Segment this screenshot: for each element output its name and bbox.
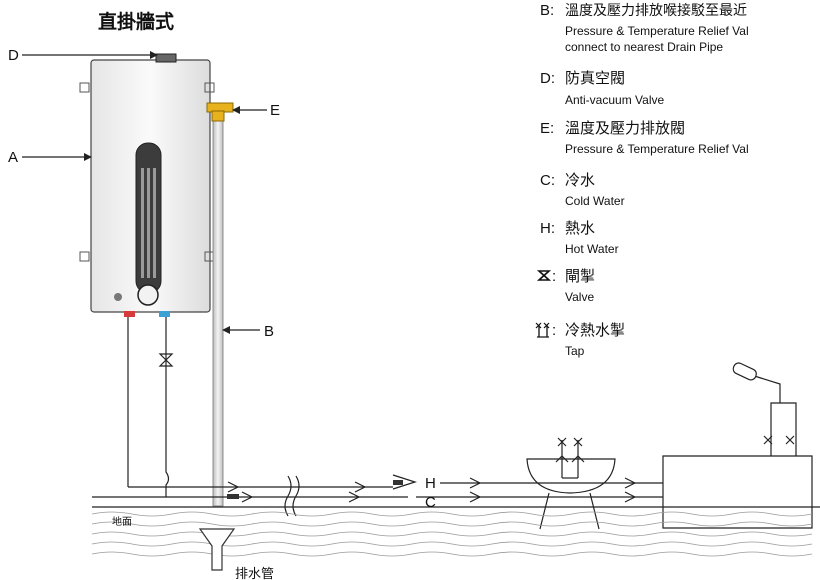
hot-outlet-icon xyxy=(124,311,135,317)
break-mark xyxy=(284,475,292,517)
legend-en: Valve xyxy=(565,290,594,304)
legend-en: Cold Water xyxy=(565,194,625,208)
label-C: C xyxy=(425,494,436,511)
legend-zh: 閘掣 xyxy=(565,267,595,285)
relief-valve-icon xyxy=(206,102,234,122)
valve-icon xyxy=(536,270,552,281)
legend-key: B: xyxy=(540,2,554,19)
break-mark xyxy=(292,475,300,517)
drain-funnel-icon xyxy=(198,528,236,571)
indicator-light-icon xyxy=(114,293,122,301)
legend-en: Pressure & Temperature Relief Val xyxy=(565,142,749,156)
legend-zh: 防真空閥 xyxy=(565,69,625,87)
cold-inlet-icon xyxy=(159,311,170,317)
shower-mixer xyxy=(770,402,797,456)
legend-key: H: xyxy=(540,220,555,237)
label-H: H xyxy=(425,475,436,492)
legend-en: Anti-vacuum Valve xyxy=(565,93,664,107)
drain-label: 排水管 xyxy=(235,567,274,580)
ground-hatch xyxy=(91,511,813,557)
legend-zh: 冷水 xyxy=(565,171,595,189)
basin-fixture xyxy=(526,437,616,530)
legend-en: connect to nearest Drain Pipe xyxy=(565,40,723,54)
anti-vacuum-valve-icon xyxy=(155,53,177,63)
mount-bracket xyxy=(79,82,90,93)
ground-label: 地面 xyxy=(112,515,132,528)
legend: B: 溫度及壓力排放喉接駁至最近 Pressure & Temperature … xyxy=(535,2,749,358)
shower-head-icon xyxy=(732,362,757,381)
legend-zh: 溫度及壓力排放喉接駁至最近 xyxy=(565,2,747,19)
legend-key: : xyxy=(552,322,556,339)
label-A: A xyxy=(8,149,18,166)
bathtub-fixture xyxy=(662,362,813,529)
tap-icon xyxy=(561,440,579,478)
flow-arrows xyxy=(227,477,637,503)
relief-drain-pipe xyxy=(212,119,224,507)
label-E: E xyxy=(270,102,280,119)
legend-en: Hot Water xyxy=(565,242,619,256)
legend-zh: 冷熱水掣 xyxy=(565,321,625,339)
mount-bracket xyxy=(204,82,215,93)
legend-key: E: xyxy=(540,120,554,137)
legend-zh: 熱水 xyxy=(565,219,595,237)
legend-key: D: xyxy=(540,70,555,87)
legend-en: Tap xyxy=(565,344,585,358)
valve-icon xyxy=(158,353,174,367)
label-D: D xyxy=(8,47,19,64)
chevron-arrow-icon xyxy=(392,474,417,490)
tap-icon xyxy=(535,322,550,338)
legend-key: C: xyxy=(540,172,555,189)
diagram-title: 直掛牆式 xyxy=(98,10,174,33)
legend-key: : xyxy=(552,268,556,285)
legend-zh: 溫度及壓力排放閥 xyxy=(565,119,685,137)
heater-dial-icon xyxy=(137,284,159,306)
water-heater xyxy=(79,53,215,317)
legend-en: Pressure & Temperature Relief Val xyxy=(565,24,749,38)
shower-hose xyxy=(747,373,781,403)
mount-bracket xyxy=(79,251,90,262)
cold-water-pipe xyxy=(165,317,170,497)
label-B: B xyxy=(264,323,274,340)
